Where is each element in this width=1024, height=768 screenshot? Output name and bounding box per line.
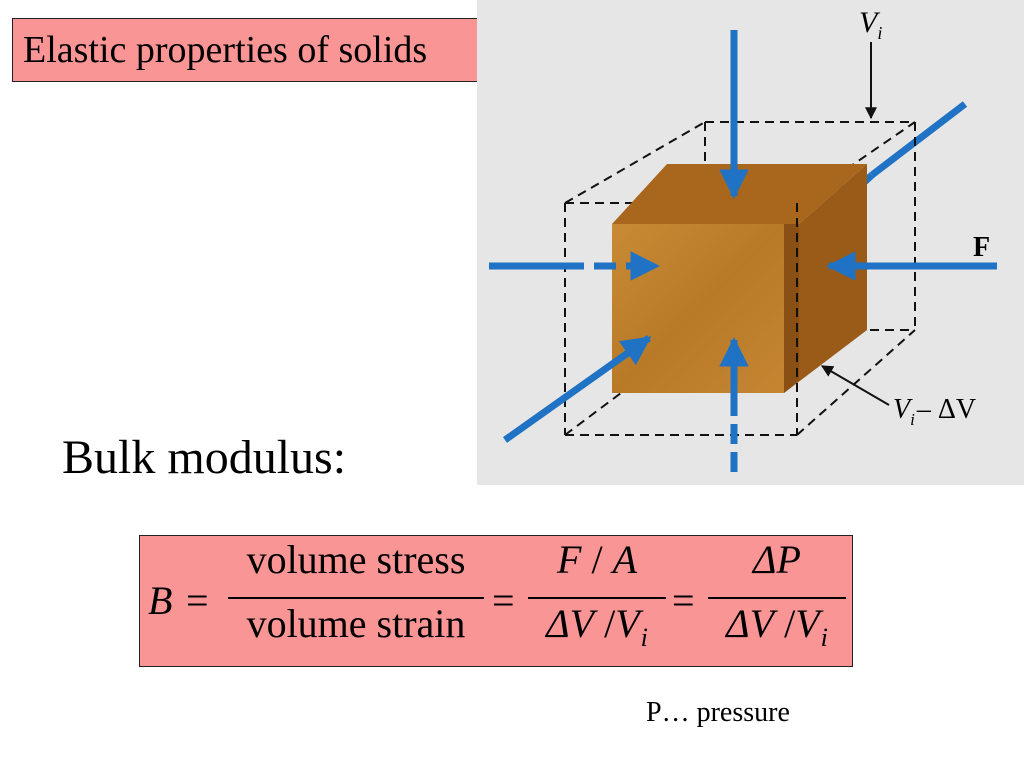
fraction-denominator: ΔV /Vi xyxy=(546,601,648,652)
formula-equals-1: = xyxy=(186,578,209,623)
formula-equals-3: = xyxy=(672,578,695,623)
fraction-bar xyxy=(708,597,846,599)
fraction-numerator: F / A xyxy=(557,537,637,582)
bulk-modulus-heading: Bulk modulus: xyxy=(62,431,347,484)
bulk-modulus-formula: B = volume stress volume strain = F / A … xyxy=(139,535,853,667)
cube-side xyxy=(784,164,867,393)
arrow-back-right xyxy=(869,101,968,178)
fraction-bar xyxy=(228,597,484,599)
label-force: F xyxy=(973,232,990,263)
arrow-front-left xyxy=(502,335,652,443)
pressure-footnote: P… pressure xyxy=(646,697,790,728)
fraction-stress-strain: volume stress volume strain xyxy=(228,536,484,668)
fraction-numerator: volume stress xyxy=(246,537,466,582)
fraction-pressure: ΔP ΔV /Vi xyxy=(708,536,846,668)
cube-edge xyxy=(784,224,799,393)
fraction-bar xyxy=(528,597,666,599)
cube-front xyxy=(612,224,784,393)
final-volume-pointer xyxy=(820,365,890,406)
slide-title: Elastic properties of solids xyxy=(23,29,428,71)
title-box: Elastic properties of solids xyxy=(12,18,538,82)
diagram-svg: Vi F Vi– ΔV xyxy=(477,0,1024,485)
fraction-denominator: volume strain xyxy=(246,601,466,646)
formula-equals-2: = xyxy=(492,578,515,623)
bulk-compression-diagram: Vi F Vi– ΔV xyxy=(477,0,1024,485)
fraction-numerator: ΔP xyxy=(753,537,801,582)
initial-volume-front-outline xyxy=(565,203,916,436)
fraction-denominator: ΔV /Vi xyxy=(726,601,828,652)
label-final-volume: Vi– ΔV xyxy=(893,394,976,429)
formula-lhs: B xyxy=(148,578,173,623)
label-initial-volume: Vi xyxy=(859,6,882,43)
fraction-force-area: F / A ΔV /Vi xyxy=(528,536,666,668)
